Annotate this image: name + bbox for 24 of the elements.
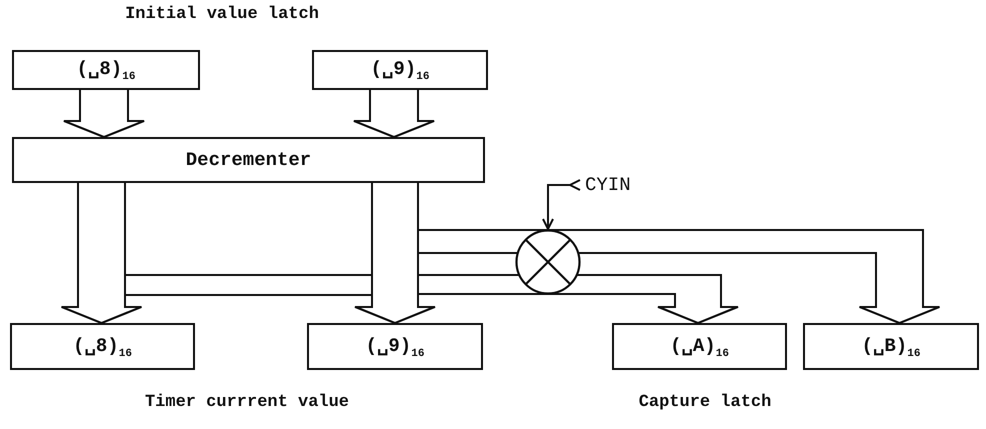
arrow [542, 179, 581, 230]
register-value: (␣9)$_{16}$ [366, 334, 424, 360]
register-box [10, 323, 195, 370]
register-box [612, 323, 787, 370]
register-value: (␣9)$_{16}$ [370, 57, 430, 83]
bus-arrow [60, 182, 373, 324]
register-box [12, 50, 200, 90]
register-value: (␣8)$_{16}$ [73, 334, 132, 360]
signal-name: CYIN [585, 174, 631, 196]
bus-arrow [353, 89, 435, 138]
register-box [312, 50, 488, 90]
group-caption: Capture latch [638, 393, 772, 412]
register-value: (␣8)$_{16}$ [76, 57, 136, 83]
register-value: Decrementer [186, 149, 312, 171]
bus-arrow [354, 182, 436, 324]
group-caption: Timer currrent value [144, 393, 350, 412]
bus-arrow [63, 89, 145, 138]
register-value: (␣B)$_{16}$ [862, 334, 920, 360]
gate-symbol [515, 229, 581, 295]
register-box [12, 137, 485, 183]
register-box [803, 323, 979, 370]
register-value: (␣A)$_{16}$ [670, 334, 729, 360]
register-box [307, 323, 483, 370]
group-heading: Initial value latch [125, 5, 319, 24]
